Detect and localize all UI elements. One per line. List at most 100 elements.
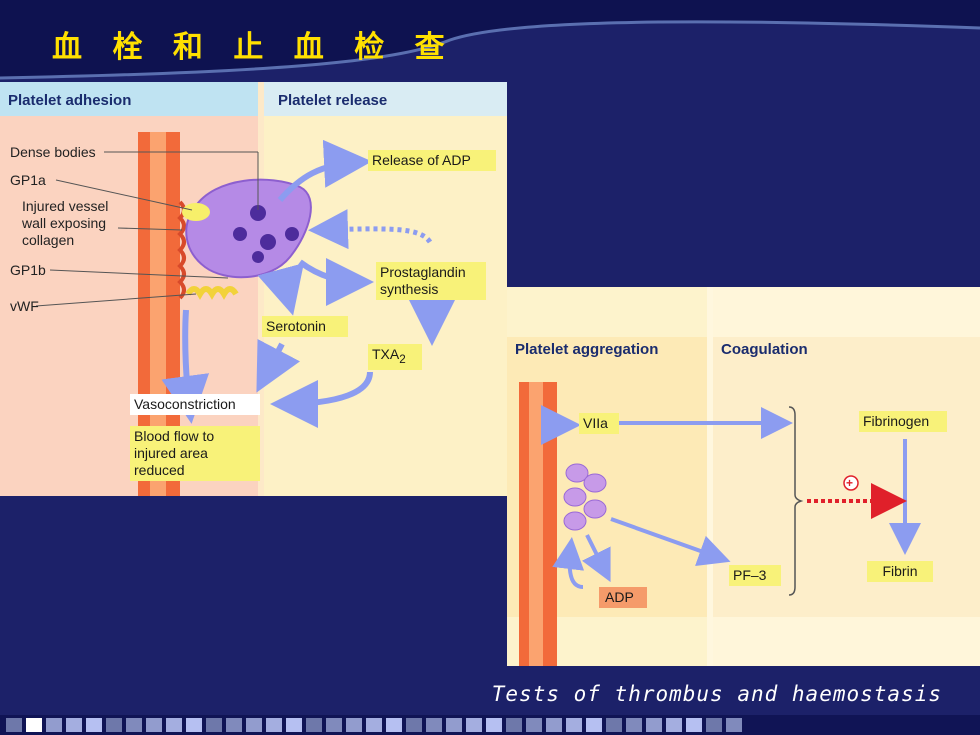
footer-square: [606, 718, 622, 732]
footer-square: [546, 718, 562, 732]
prostaglandin-line-1: Prostaglandin: [380, 264, 466, 280]
footer-square: [126, 718, 142, 732]
footer-square: [286, 718, 302, 732]
blood-flow-line-2: injured area: [134, 445, 208, 461]
adhesion-header-bg: [0, 82, 258, 116]
vwf-label: vWF: [10, 298, 39, 314]
slide-caption: Tests of thrombus and haemostasis: [491, 682, 942, 706]
platelet-aggregation-header: Platelet aggregation: [515, 341, 659, 358]
gp1a-label: GP1a: [10, 172, 46, 188]
footer-square: [226, 718, 242, 732]
footer-square: [386, 718, 402, 732]
arrow-serotonin-vasoconstriction: [256, 338, 301, 393]
platelet: [563, 487, 587, 507]
injured-wall-ridge: [177, 200, 186, 300]
dense-body: [285, 227, 299, 241]
vasoconstriction-box: Vasoconstriction: [130, 394, 260, 415]
platelet: [563, 511, 587, 531]
footer-square: [706, 718, 722, 732]
blood-flow-line-1: Blood flow to: [134, 428, 215, 444]
gp1a-receptor: [182, 203, 210, 221]
bracket: [788, 406, 804, 596]
gp1b-label: GP1b: [10, 262, 46, 278]
footer-square: [666, 718, 682, 732]
blood-flow-box: Blood flow to injured area reduced: [130, 426, 260, 481]
release-header-bg: [264, 82, 507, 116]
injured-vessel-label-1: Injured vessel: [22, 198, 109, 214]
serotonin-box: Serotonin: [262, 316, 348, 337]
dense-body: [250, 205, 266, 221]
dense-body: [252, 251, 264, 263]
footer-square: [326, 718, 342, 732]
slide-title: 血 栓 和 止 血 检 查: [52, 30, 455, 65]
viia-box: VIIa: [579, 413, 619, 434]
footer-square: [166, 718, 182, 732]
footer-square: [406, 718, 422, 732]
arrow-to-serotonin: [257, 263, 304, 316]
leader-line: [55, 179, 193, 211]
release-adp-box: Release of ADP: [368, 150, 496, 171]
footer-square: [466, 718, 482, 732]
footer-square: [626, 718, 642, 732]
footer-square: [526, 718, 542, 732]
fibrinogen-box: Fibrinogen: [859, 411, 947, 432]
footer-square: [486, 718, 502, 732]
platelet-cell: [185, 178, 312, 279]
footer-bar: [0, 715, 980, 735]
footer-square: [426, 718, 442, 732]
footer-square: [26, 718, 42, 732]
arrow-to-adp: [277, 139, 372, 202]
footer-square: [306, 718, 322, 732]
footer-square: [266, 718, 282, 732]
footer-square: [246, 718, 262, 732]
footer-square: [726, 718, 742, 732]
footer-square: [446, 718, 462, 732]
footer-square: [46, 718, 62, 732]
footer-square: [646, 718, 662, 732]
leader-line: [49, 269, 229, 279]
leader-line: [117, 227, 183, 231]
dense-body: [260, 234, 276, 250]
prostaglandin-box: Prostaglandin synthesis: [376, 262, 486, 300]
arrow-adp-feedback: [552, 537, 585, 589]
header-band: [0, 0, 980, 80]
fibrin-box: Fibrin: [867, 561, 933, 582]
adp-box: ADP: [599, 587, 647, 608]
dense-body: [233, 227, 247, 241]
plus-sign: +: [846, 476, 854, 490]
footer-square: [86, 718, 102, 732]
footer-square: [146, 718, 162, 732]
blood-flow-line-3: reduced: [134, 462, 185, 478]
txa-label: TXA: [372, 346, 400, 362]
txa2-box: TXA2: [368, 344, 422, 370]
injured-vessel-label-3: collagen: [22, 232, 75, 248]
prostaglandin-line-2: synthesis: [380, 281, 439, 297]
aggregation-coagulation-figure: Platelet aggregation Coagulation VIIa Fi…: [507, 287, 980, 666]
arrow-to-pf3: [610, 517, 731, 566]
vwf-coil: [185, 286, 239, 300]
dense-bodies-label: Dense bodies: [10, 144, 96, 160]
plus-circle: [843, 475, 859, 491]
platelet-release-header: Platelet release: [278, 92, 388, 109]
footer-square: [586, 718, 602, 732]
arrow-txa2-vasoconstriction: [270, 371, 373, 428]
platelet-adhesion-release-figure: Platelet adhesion Platelet release Dense…: [0, 82, 507, 496]
footer-square: [6, 718, 22, 732]
txa-subscript: 2: [399, 352, 406, 366]
platelet: [565, 463, 589, 483]
footer-square: [66, 718, 82, 732]
footer-square: [566, 718, 582, 732]
footer-square: [206, 718, 222, 732]
platelet: [583, 499, 607, 519]
footer-square: [366, 718, 382, 732]
platelet-adhesion-header: Platelet adhesion: [8, 92, 132, 109]
arrow-to-adp: [581, 534, 611, 583]
leader-line: [35, 293, 197, 307]
platelet: [583, 473, 607, 493]
footer-square: [346, 718, 362, 732]
footer-square: [106, 718, 122, 732]
footer-square: [686, 718, 702, 732]
footer-square: [186, 718, 202, 732]
injured-vessel-label-2: wall exposing: [22, 215, 107, 231]
pf3-box: PF–3: [729, 565, 781, 586]
